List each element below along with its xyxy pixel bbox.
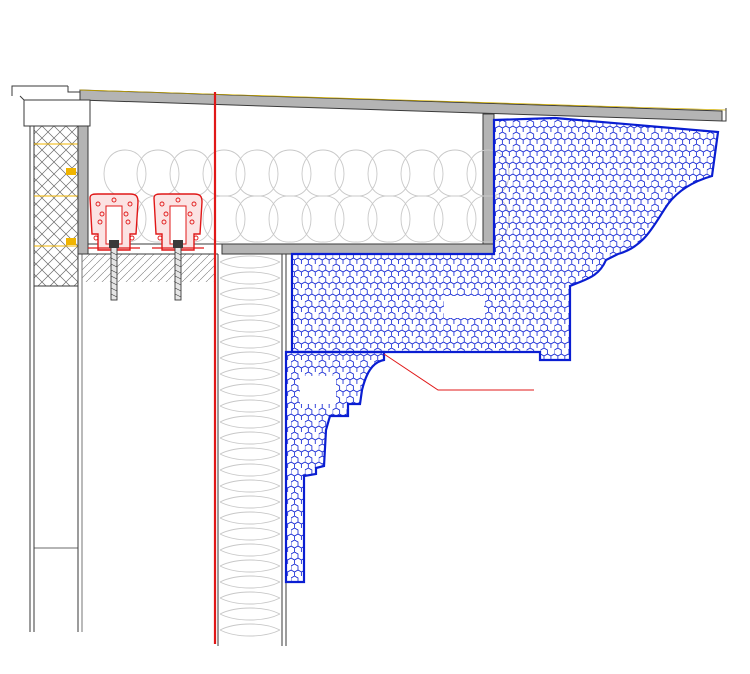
floor-slab [82, 253, 218, 282]
anchor-bolt-icon [109, 240, 119, 301]
wall-cap [19, 95, 91, 127]
anchor-bolt-icon [173, 240, 183, 301]
insulation-loop [235, 149, 279, 243]
insulation-loop [400, 149, 444, 243]
insulation-loop [334, 149, 378, 243]
insulation-loop [367, 149, 411, 243]
wall-insulation [217, 254, 287, 646]
insulation-loop [433, 149, 477, 243]
masonry-wall [29, 125, 83, 632]
insulation-loop [268, 149, 312, 243]
angle-bracket-icon [152, 193, 204, 251]
roof-slab [11, 85, 727, 122]
foam-cornice-lower [284, 350, 386, 584]
timber-mark [66, 238, 76, 245]
leader-line [383, 353, 534, 391]
insulation-loop [301, 149, 345, 243]
insulation-loop [202, 149, 246, 243]
wool-waves [219, 255, 281, 637]
foam-cornice-upper [290, 116, 720, 362]
angle-bracket-icon [88, 193, 140, 251]
timber-mark [66, 168, 76, 175]
